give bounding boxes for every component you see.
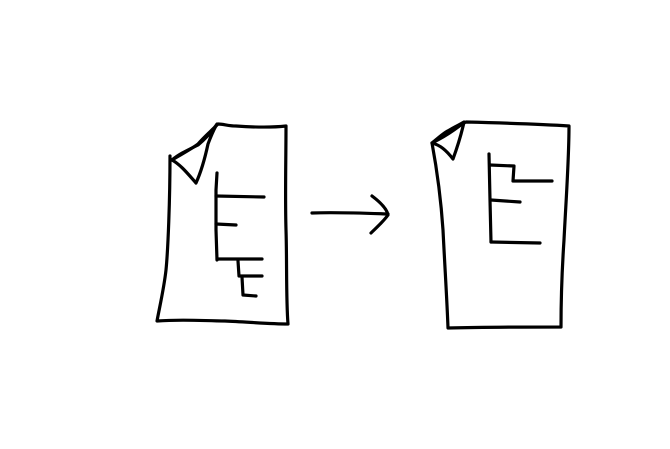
result-document-outline <box>430 120 571 330</box>
flat-branch-1 <box>488 163 554 183</box>
tree-trunk <box>214 171 219 262</box>
flat-branch-3 <box>489 240 542 245</box>
arrow-shaft <box>310 210 390 216</box>
source-document <box>155 122 290 326</box>
transform-arrow <box>310 194 390 235</box>
tree-sub-trunk <box>236 259 264 278</box>
tree-branch-1 <box>214 194 266 199</box>
flat-trunk <box>487 152 493 244</box>
tree-structure-icon <box>214 171 266 298</box>
tree-branch-2 <box>214 222 238 227</box>
flat-branch-2 <box>489 198 522 204</box>
source-document-fold-icon <box>170 122 219 185</box>
flattened-structure-icon <box>487 152 554 245</box>
arrow-head-icon <box>369 194 390 235</box>
tree-sub-trunk-2 <box>240 275 258 298</box>
result-document-fold-icon <box>430 120 466 161</box>
result-document <box>430 120 571 330</box>
